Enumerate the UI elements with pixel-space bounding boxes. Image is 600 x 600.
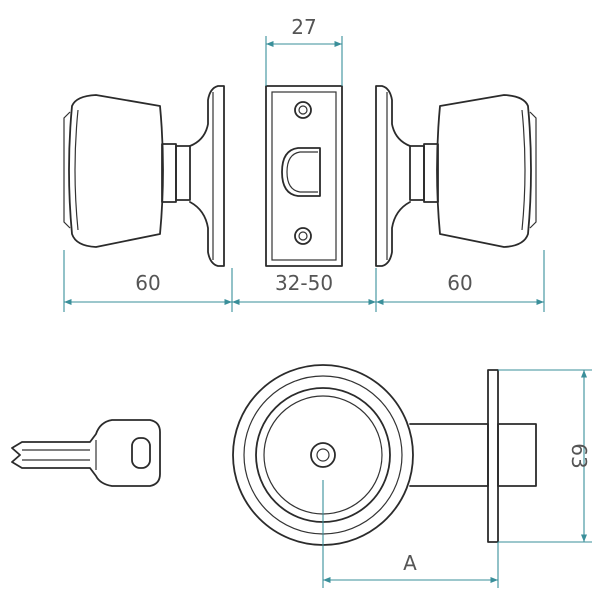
left-rose (189, 85, 225, 267)
dimension-left-knob: 60 (63, 250, 233, 312)
dimension-rose-height: 63 (498, 369, 592, 543)
right-knob-width-label: 60 (447, 271, 472, 295)
dimension-door-thickness: 32-50 (232, 268, 377, 312)
left-knob (63, 94, 191, 248)
door-thickness-label: 32-50 (275, 271, 333, 295)
key (11, 419, 161, 487)
dimension-backset: A (322, 480, 499, 588)
plate-width-label: 27 (291, 15, 316, 39)
right-knob (409, 94, 537, 248)
dimension-right-knob: 60 (376, 250, 545, 312)
backset-label: A (403, 551, 417, 575)
rose-height-label: 63 (567, 443, 591, 468)
left-knob-width-label: 60 (135, 271, 160, 295)
latch-housing (409, 369, 537, 543)
dimension-plate-width: 27 (265, 15, 343, 86)
right-rose (375, 85, 411, 267)
latch-plate (265, 85, 343, 267)
